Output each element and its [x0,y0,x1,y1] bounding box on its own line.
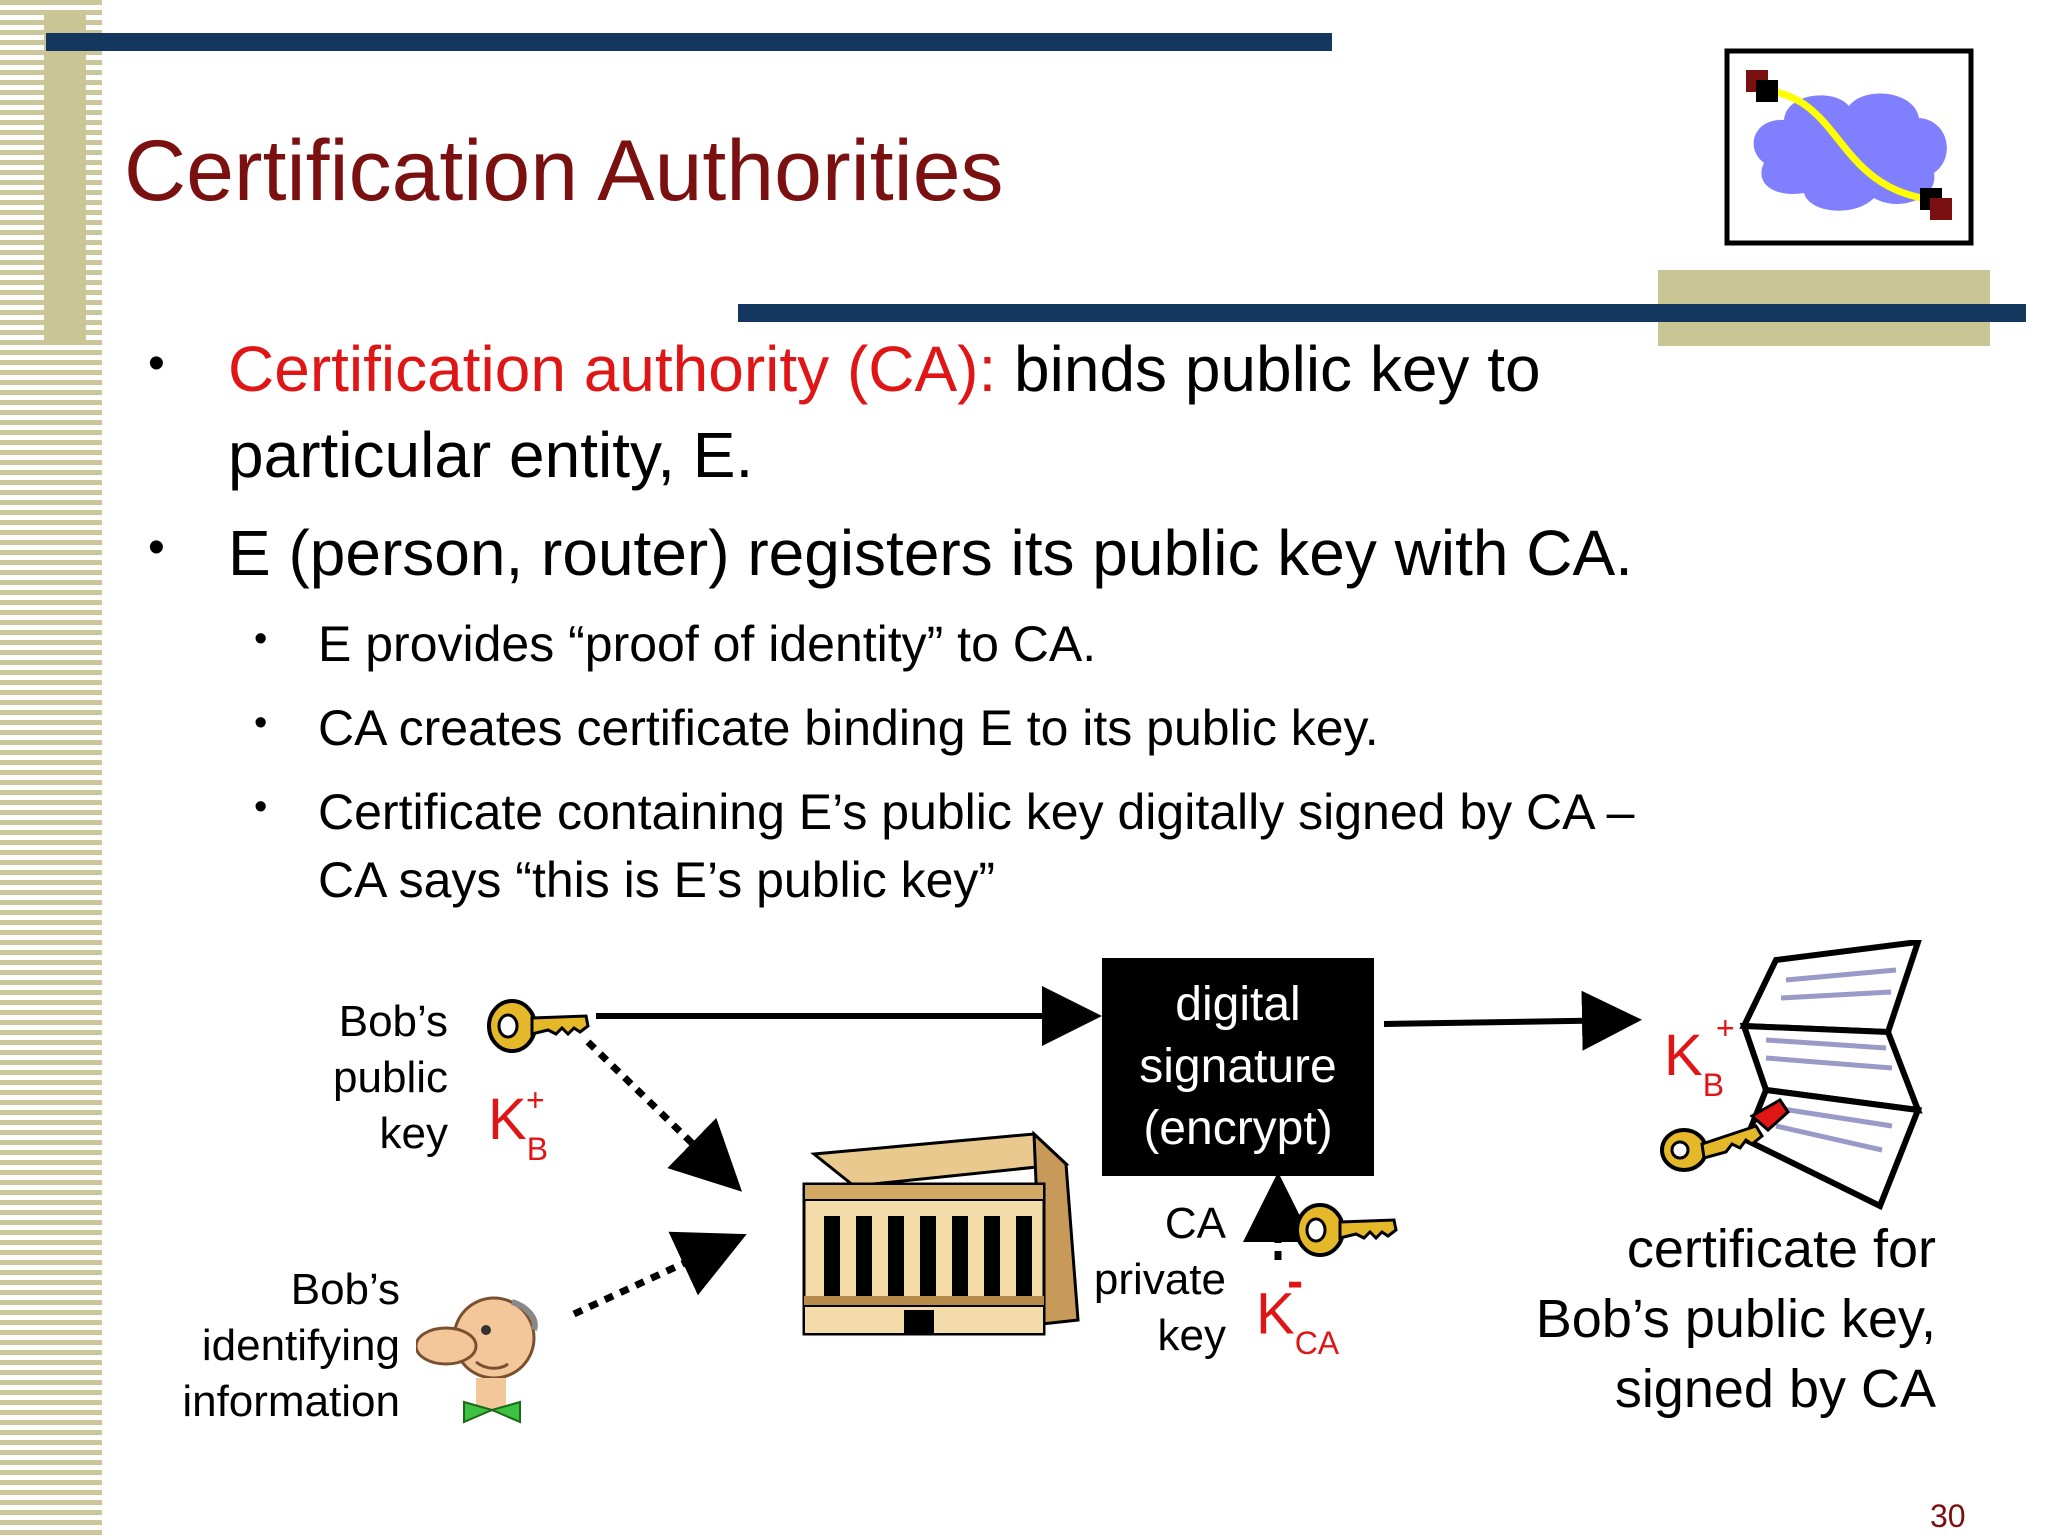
bob-public-key-symbol: KB+ [488,1081,549,1167]
key-icon [487,999,590,1053]
sub-bullet-3-line2: CA says “this is E’s public key” [318,852,996,908]
certificate-icon [1660,940,1923,1211]
sub-bullet-1: E provides “proof of identity” to CA. [318,616,1097,672]
left-olive-block [44,14,86,344]
sub-bullet-dot: • [254,786,268,828]
ca-private-key-symbol: KCA- [1256,1255,1340,1361]
building-icon [802,1130,1080,1336]
sub-bullet-3: Certificate containing E’s public key di… [318,778,1634,914]
title-underline-rule [738,304,2026,322]
bullet-1-line2: particular entity, E. [228,419,754,491]
ca-definition-term: Certification authority (CA): [228,333,997,405]
key-icon [1295,1203,1398,1257]
arrow-signature-to-certificate [1383,990,1642,1051]
bob-public-key-label: Bob’s public key [333,997,448,1158]
ca-private-key-label: CA private key [1093,1199,1226,1360]
sub-bullet-2: CA creates certificate binding E to its … [318,700,1379,756]
bullet-dot: • [148,521,165,574]
bullet-1: Certification authority (CA): binds publ… [228,326,1541,498]
arrow-key-to-ca [585,1039,743,1192]
certificate-label: certificate for Bob’s public key, signed… [1535,1219,1936,1419]
digital-signature-box: digital signature (encrypt) [1102,958,1374,1176]
sub-bullet-dot: • [254,618,268,660]
sub-bullet-3-line1: Certificate containing E’s public key di… [318,784,1635,840]
sub-bullet-dot: • [254,702,268,744]
person-icon [416,1296,538,1424]
top-rule [46,33,1332,51]
bullet-1-line1: binds public key to [996,333,1541,405]
bullet-2: E (person, router) registers its public … [228,517,1633,589]
certificate-key-symbol: KB+ [1664,1009,1735,1103]
bullet-dot: • [148,337,165,390]
bob-identity-label: Bob’s identifying information [182,1265,400,1426]
page-number: 30 [1930,1498,1966,1534]
page-title: Certification Authorities [124,123,1004,219]
arrow-identity-to-ca [572,1231,747,1318]
network-cloud-icon [1724,48,1974,246]
